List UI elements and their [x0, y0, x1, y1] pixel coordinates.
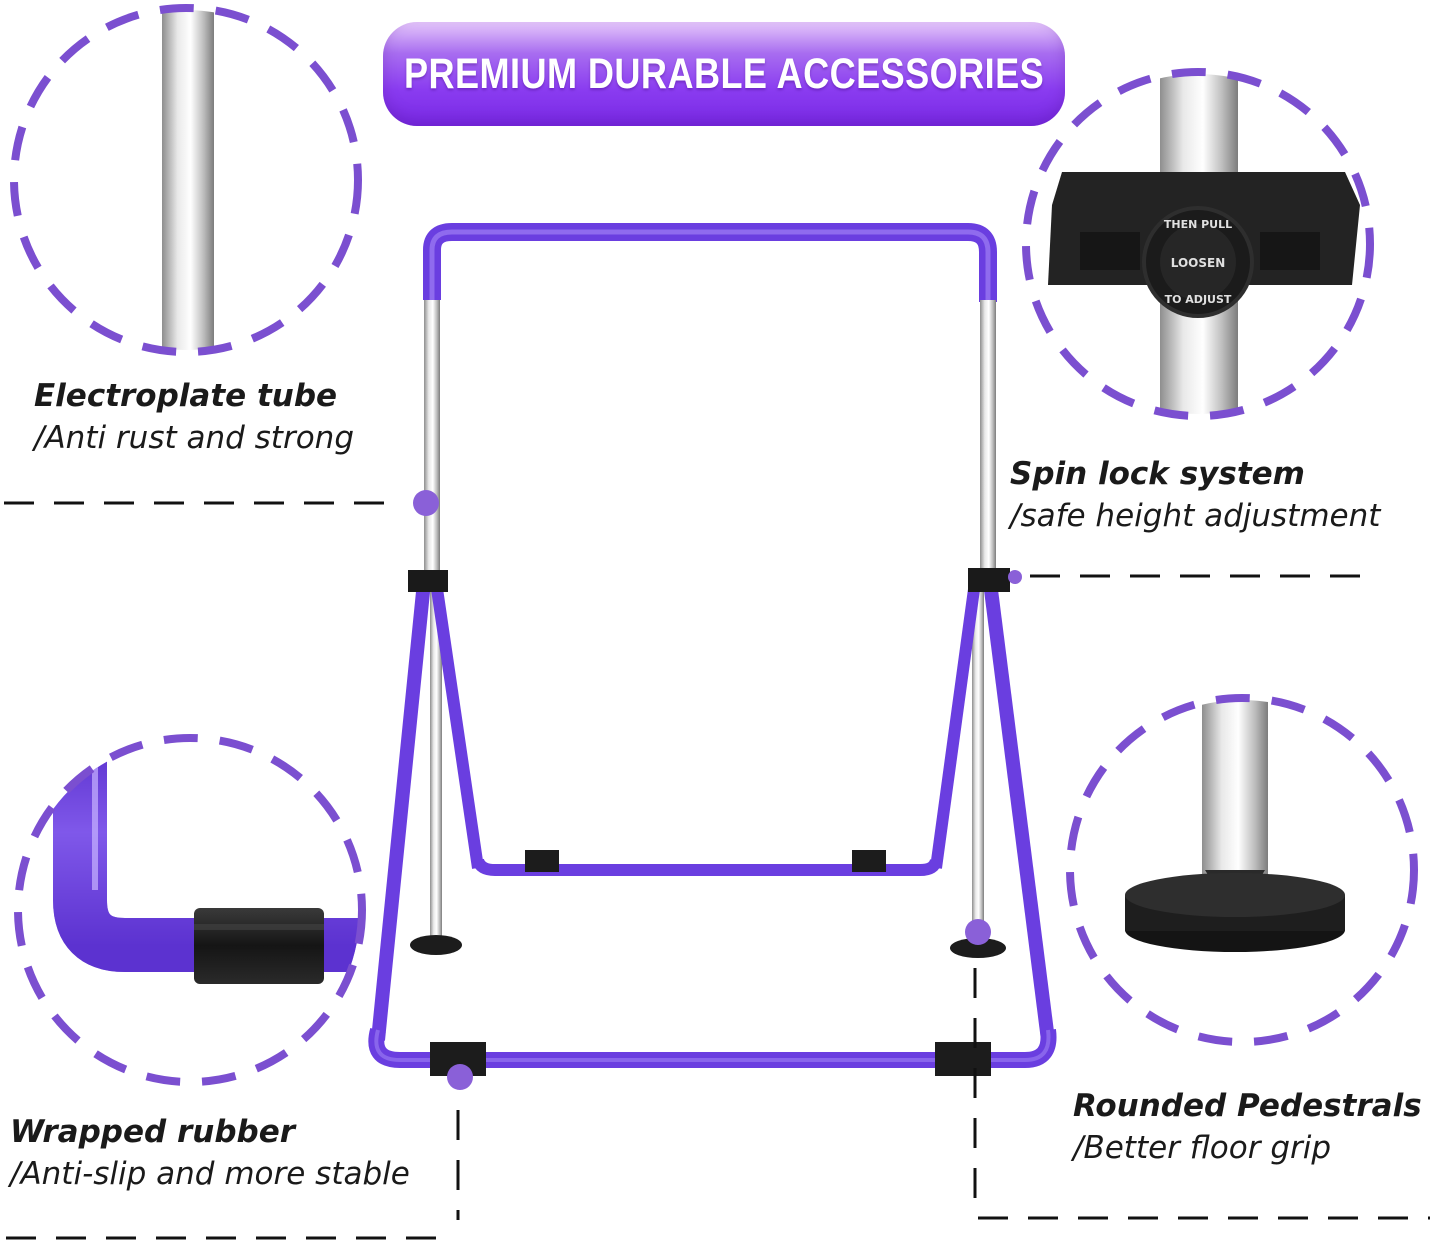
pedestal-detail: [1066, 694, 1418, 1046]
knob-bottom-text: TO ADJUST: [1165, 293, 1232, 306]
pedestal-subtitle: /Better floor grip: [1073, 1130, 1332, 1166]
rubber-subtitle: /Anti-slip and more stable: [10, 1156, 410, 1192]
leader-lines: [4, 490, 1430, 1240]
title-banner: PREMIUM DURABLE ACCESSORIES: [383, 22, 1065, 126]
banner-title: PREMIUM DURABLE ACCESSORIES: [403, 49, 1045, 98]
knob-top-text: THEN PULL: [1164, 218, 1232, 231]
gymnastics-bar: [368, 223, 1057, 1076]
spin-lock-subtitle: /safe height adjustment: [1010, 498, 1381, 534]
spin-lock-detail: THEN PULL LOOSEN TO ADJUST: [1022, 68, 1374, 420]
pedestal-label: Rounded Pedestrals /Better floor grip: [1073, 1086, 1422, 1170]
pedestal-title: Rounded Pedestrals: [1073, 1088, 1422, 1124]
electroplate-tube-detail: [10, 4, 362, 356]
spin-lock-title: Spin lock system: [1010, 456, 1305, 492]
rubber-label: Wrapped rubber /Anti-slip and more stabl…: [10, 1112, 410, 1196]
knob-middle-text: LOOSEN: [1171, 256, 1226, 270]
wrapped-rubber-detail: [14, 734, 366, 1086]
electroplate-subtitle: /Anti rust and strong: [34, 420, 354, 456]
electroplate-title: Electroplate tube: [34, 378, 338, 414]
spin-lock-label: Spin lock system /safe height adjustment: [1010, 454, 1380, 538]
electroplate-label: Electroplate tube /Anti rust and strong: [34, 376, 354, 460]
rubber-title: Wrapped rubber: [10, 1114, 296, 1150]
